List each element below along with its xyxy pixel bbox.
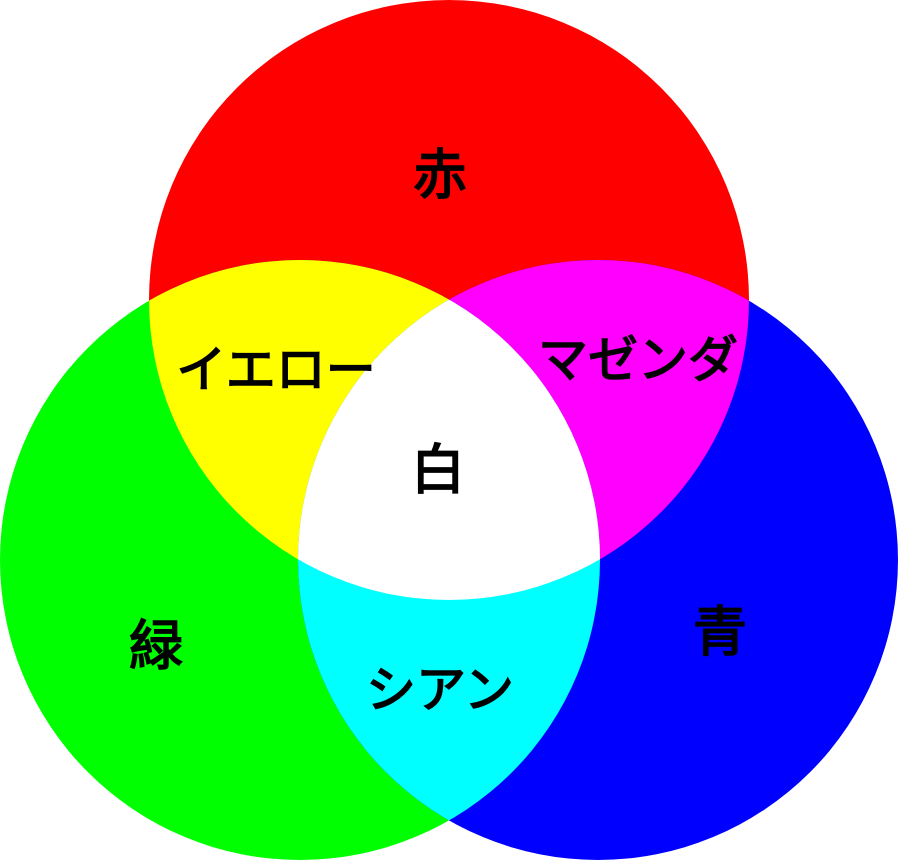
green-label: 緑 [129,615,184,678]
white-label: 白 [411,439,465,502]
white-overlap [298,260,600,600]
red-label: 赤 [413,144,467,207]
yellow-label: イエロー [176,341,376,399]
magenta-label: マゼンダ [538,331,738,389]
blue-label: 青 [693,601,747,664]
cyan-label: シアン [366,661,514,719]
